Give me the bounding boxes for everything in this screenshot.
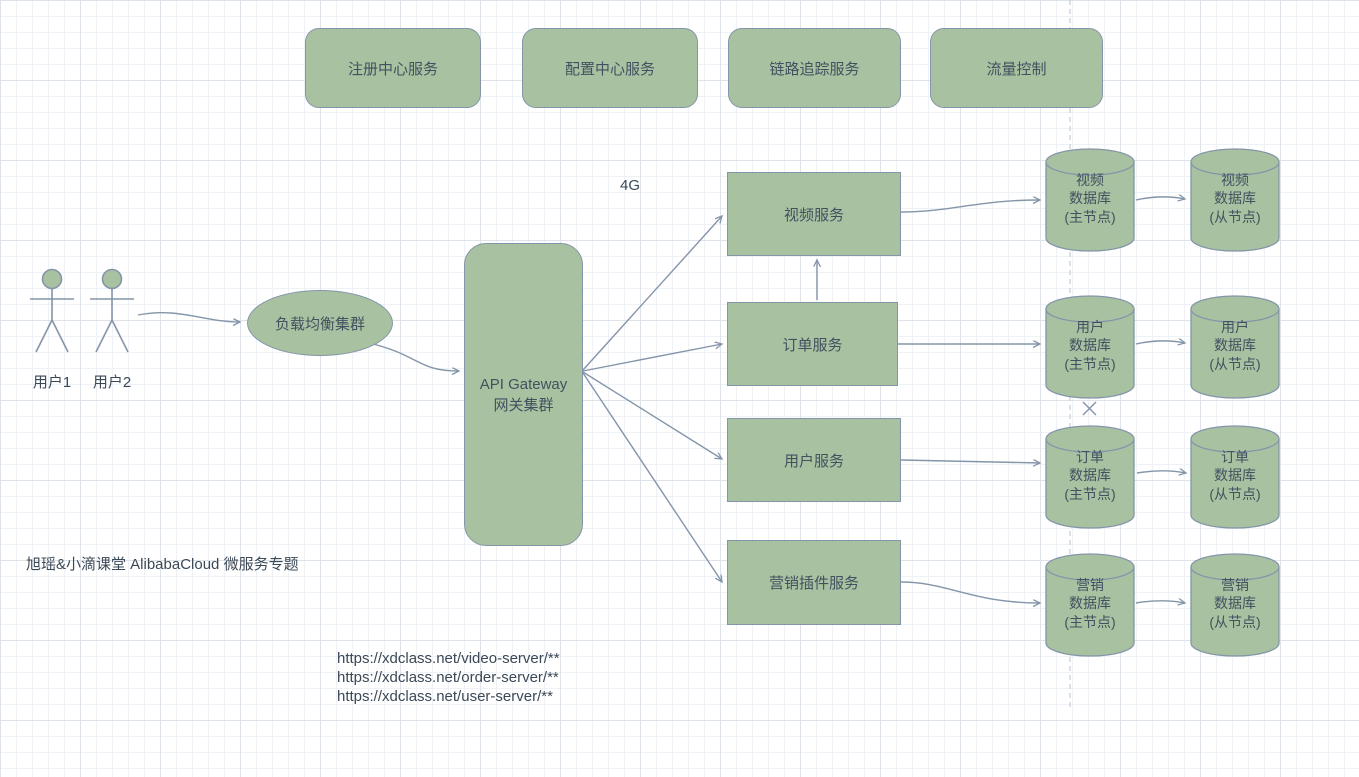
edge-user-master-slave (1135, 341, 1185, 344)
node-load-balancer[interactable]: 负载均衡集群 (247, 290, 393, 356)
cylinder-shape (1045, 425, 1135, 529)
edge-lb-to-gateway (372, 343, 459, 371)
edge-video-to-db (900, 200, 1040, 213)
annotation-4g: 4G (620, 177, 641, 194)
node-registry-center[interactable]: 注册中心服务 (305, 28, 481, 108)
label-user1: 用户1 (32, 374, 72, 391)
edge-marketing-to-db (900, 581, 1040, 603)
url-line-order: https://xdclass.net/order-server/** (337, 669, 559, 686)
cylinder-shape (1190, 553, 1280, 657)
cylinder-shape (1190, 295, 1280, 399)
edge-marketing-master-slave (1135, 601, 1185, 603)
db-marketing-slave[interactable]: 营销 数据库 (从节点) (1190, 553, 1280, 657)
caption-course: 旭瑶&小滴课堂 AlibabaCloud 微服务专题 (26, 556, 299, 573)
edge-gateway-to-order (582, 344, 722, 372)
node-trace-service[interactable]: 链路追踪服务 (728, 28, 901, 108)
node-flow-control[interactable]: 流量控制 (930, 28, 1103, 108)
db-marketing-master[interactable]: 营销 数据库 (主节点) (1045, 553, 1135, 657)
stick-figure-icon (90, 268, 134, 353)
cylinder-shape (1045, 148, 1135, 252)
db-label: 视频 数据库 (从节点) (1209, 172, 1261, 225)
db-user-master[interactable]: 用户 数据库 (主节点) (1045, 295, 1135, 399)
db-label: 营销 数据库 (从节点) (1209, 577, 1261, 630)
node-order-service[interactable]: 订单服务 (727, 302, 898, 386)
url-list: https://xdclass.net/video-server/** http… (337, 649, 560, 706)
db-label: 订单 数据库 (从节点) (1209, 449, 1261, 502)
node-config-center[interactable]: 配置中心服务 (522, 28, 698, 108)
node-api-gateway[interactable]: API Gateway 网关集群 (464, 243, 583, 546)
db-label: 营销 数据库 (主节点) (1064, 577, 1116, 630)
db-label: 用户 数据库 (从节点) (1209, 319, 1261, 372)
db-video-master[interactable]: 视频 数据库 (主节点) (1045, 148, 1135, 252)
cylinder-shape (1045, 295, 1135, 399)
cylinder-shape (1190, 148, 1280, 252)
url-line-video: https://xdclass.net/video-server/** (337, 650, 560, 667)
edge-gateway-to-marketing (582, 372, 722, 582)
cylinder-shape (1190, 425, 1280, 529)
actor-user1-icon[interactable] (24, 268, 80, 365)
db-order-master[interactable]: 订单 数据库 (主节点) (1045, 425, 1135, 529)
actor-user2-icon[interactable] (84, 268, 140, 365)
label-user2: 用户2 (92, 374, 132, 391)
cylinder-shape (1045, 553, 1135, 657)
edge-order-master-slave (1136, 471, 1186, 473)
db-user-slave[interactable]: 用户 数据库 (从节点) (1190, 295, 1280, 399)
db-order-slave[interactable]: 订单 数据库 (从节点) (1190, 425, 1280, 529)
node-video-service[interactable]: 视频服务 (727, 172, 901, 256)
edge-user-to-lb (137, 311, 240, 322)
stick-figure-icon (30, 268, 74, 353)
db-label: 用户 数据库 (主节点) (1064, 319, 1116, 372)
edge-user-to-db (900, 459, 1040, 463)
db-label: 订单 数据库 (主节点) (1064, 449, 1116, 502)
edge-video-master-slave (1135, 197, 1185, 200)
node-marketing-service[interactable]: 营销插件服务 (727, 540, 901, 625)
node-user-service[interactable]: 用户服务 (727, 418, 901, 502)
edge-gateway-to-video (582, 216, 722, 371)
cross-mark (1082, 401, 1097, 416)
edge-gateway-to-user (582, 371, 722, 459)
url-line-user: https://xdclass.net/user-server/** (337, 688, 553, 705)
db-video-slave[interactable]: 视频 数据库 (从节点) (1190, 148, 1280, 252)
db-label: 视频 数据库 (主节点) (1064, 172, 1116, 225)
